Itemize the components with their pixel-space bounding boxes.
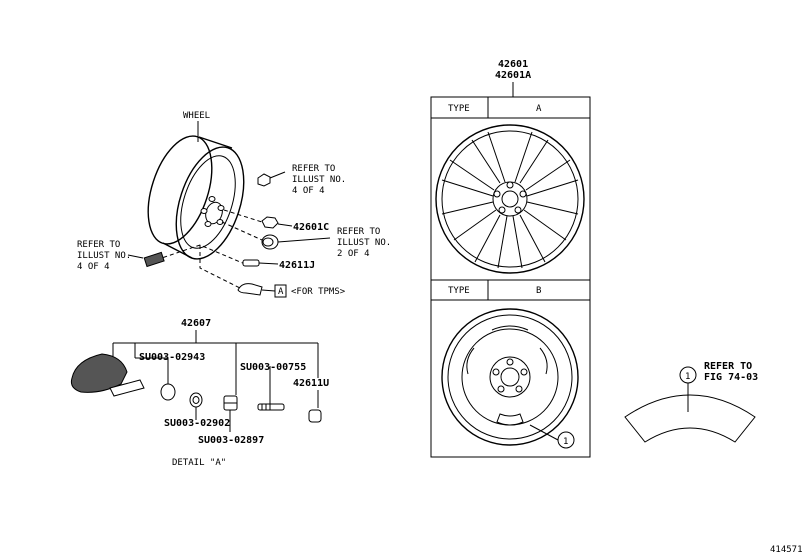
wheel-assembly: WHEEL	[77, 111, 391, 298]
tpms-sensor-icon	[237, 283, 276, 296]
refer-fig-group: 1 REFER TO FIG 74-03	[624, 361, 758, 443]
detail-a-caption: DETAIL "A"	[172, 458, 226, 468]
wheel-label: WHEEL	[183, 111, 210, 121]
refer-top-line1: REFER TO	[292, 164, 335, 174]
refer-right-line3: 2 OF 4	[337, 249, 370, 259]
balance-weight-icon	[143, 251, 165, 268]
part-42601c-link[interactable]: 42601C	[293, 222, 329, 233]
nut-02897-icon	[223, 395, 238, 411]
part-su003-02902-link[interactable]: SU003-02902	[164, 418, 230, 429]
part-su003-02943-link[interactable]: SU003-02943	[139, 352, 205, 363]
type-header-a: TYPE	[448, 104, 470, 114]
callout-1-spare[interactable]	[557, 431, 575, 449]
steel-wheel-type-b-icon[interactable]	[441, 308, 579, 446]
refer-fig-line1[interactable]: REFER TO	[704, 361, 752, 372]
lug-nut-42601c-icon	[261, 216, 293, 229]
refer-left-leader	[127, 254, 144, 259]
part-42607-link[interactable]: 42607	[181, 318, 211, 329]
center-cap-icon	[261, 234, 331, 250]
table-frame	[430, 96, 591, 458]
refer-left-line1: REFER TO	[77, 240, 120, 250]
for-tpms-label: <FOR TPMS>	[291, 287, 346, 297]
alloy-wheel-type-a-icon[interactable]	[435, 124, 585, 274]
leader-dash-2	[221, 221, 263, 241]
part-su003-02897-link[interactable]: SU003-02897	[198, 435, 264, 446]
floor-mat-icon	[624, 394, 756, 443]
type-value-a: A	[536, 104, 542, 114]
washer-02943-icon	[160, 383, 176, 401]
callout-a-label: A	[278, 287, 284, 297]
callout-a-box[interactable]	[274, 284, 287, 298]
refer-left-line2: ILLUST NO.	[77, 251, 131, 261]
part-su003-00755-link[interactable]: SU003-00755	[240, 362, 306, 373]
part-42601-link[interactable]: 42601	[498, 59, 528, 70]
part-42611u-link[interactable]: 42611U	[293, 378, 329, 389]
refer-right-line1: REFER TO	[337, 227, 380, 237]
callout-1-spare-label: 1	[563, 437, 568, 447]
leader-dash-4	[199, 245, 241, 289]
hub-nut-icon	[257, 171, 286, 187]
refer-top-line3: 4 OF 4	[292, 186, 325, 196]
detail-a-group: 42607	[70, 318, 329, 468]
type-value-b: B	[536, 286, 541, 296]
illustration-id: 414571	[770, 545, 803, 555]
valve-42611j-icon	[242, 259, 279, 267]
type-header-b: TYPE	[448, 286, 470, 296]
valve-cap-42611u-icon	[308, 409, 322, 423]
callout-1-ref-label: 1	[685, 372, 690, 382]
tpms-sensor-detail-icon	[70, 353, 145, 397]
wheel-type-table: 42601 42601A TYPE A TYPE B	[430, 59, 591, 458]
refer-fig-line2[interactable]: FIG 74-03	[704, 372, 758, 383]
refer-right-line2: ILLUST NO.	[337, 238, 391, 248]
part-42611j-link[interactable]: 42611J	[279, 260, 315, 271]
refer-left-line3: 4 OF 4	[77, 262, 110, 272]
wheel-illustration	[147, 135, 245, 260]
part-42601a-link[interactable]: 42601A	[495, 70, 531, 81]
refer-top-line2: ILLUST NO.	[292, 175, 346, 185]
valve-core-00755-icon	[257, 403, 285, 411]
